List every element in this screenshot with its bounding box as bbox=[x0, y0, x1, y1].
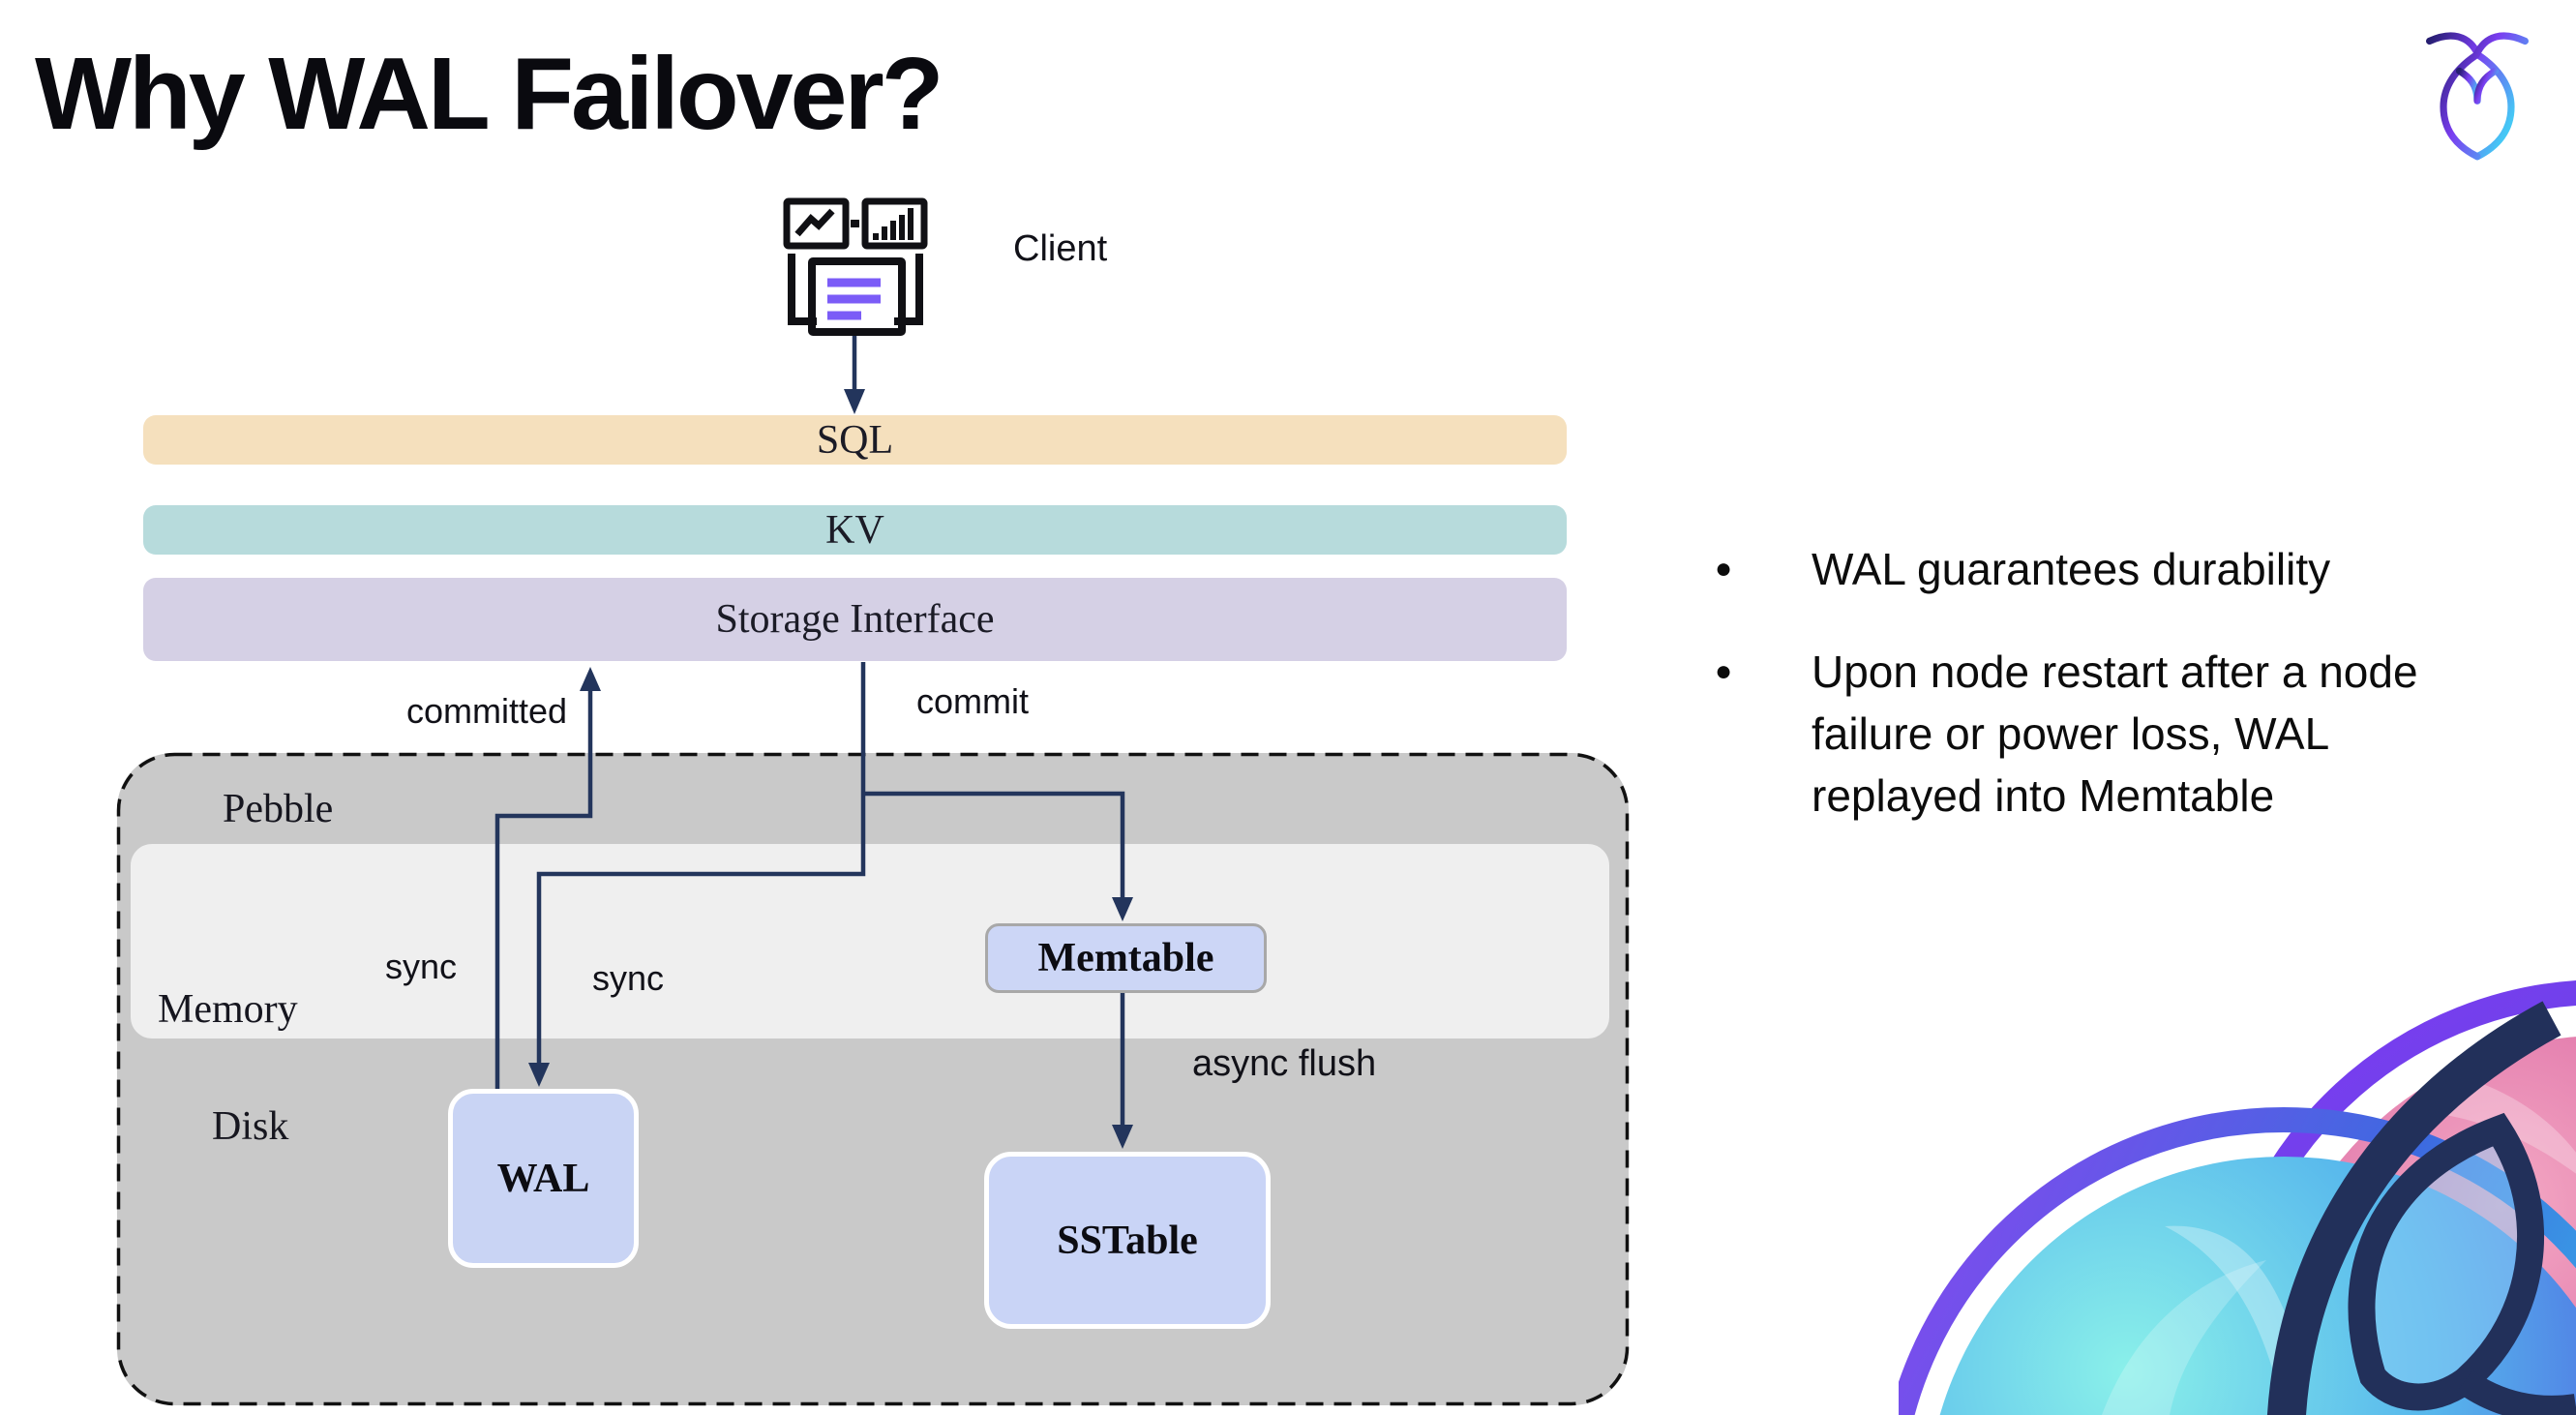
pebble-label: Pebble bbox=[223, 787, 334, 831]
disk-label: Disk bbox=[212, 1104, 289, 1149]
sstable-box-label: SSTable bbox=[1057, 1218, 1198, 1263]
memtable-box: Memtable bbox=[985, 923, 1267, 993]
bullet-glyph: ● bbox=[1715, 655, 1733, 687]
edge-label-commit: commit bbox=[916, 681, 1029, 721]
layer-sql: SQL bbox=[143, 415, 1567, 465]
bullet-text: Upon node restart after a node failure o… bbox=[1812, 647, 2418, 821]
bar-chart-icon bbox=[873, 208, 914, 240]
edge-label-committed: committed bbox=[406, 691, 568, 731]
line-chart-icon bbox=[794, 208, 835, 237]
brand-decoration-art bbox=[1899, 980, 2576, 1415]
layer-storage-interface-label: Storage Interface bbox=[715, 597, 995, 642]
memory-label: Memory bbox=[158, 987, 298, 1032]
sstable-box: SSTable bbox=[984, 1152, 1271, 1329]
cockroachdb-logo bbox=[2426, 32, 2529, 161]
bullet-text: WAL guarantees durability bbox=[1812, 544, 2331, 594]
page-title: Why WAL Failover? bbox=[35, 37, 944, 151]
edge-label-async-flush: async flush bbox=[1192, 1043, 1377, 1084]
memory-band bbox=[131, 844, 1609, 1039]
edge-label-sync-left: sync bbox=[385, 947, 458, 986]
memtable-box-label: Memtable bbox=[1037, 936, 1214, 980]
client-devices-icon bbox=[783, 197, 928, 336]
layer-storage-interface: Storage Interface bbox=[143, 578, 1567, 661]
bullet-item: ● WAL guarantees durability bbox=[1715, 538, 2470, 600]
wal-box: WAL bbox=[448, 1089, 639, 1268]
bullet-item: ● Upon node restart after a node failure… bbox=[1715, 641, 2470, 827]
layer-sql-label: SQL bbox=[816, 417, 894, 463]
bullet-list: ● WAL guarantees durability ● Upon node … bbox=[1715, 538, 2470, 867]
layer-kv-label: KV bbox=[825, 507, 884, 553]
wal-box-label: WAL bbox=[496, 1156, 590, 1201]
bracket-icon bbox=[788, 254, 923, 325]
layer-kv: KV bbox=[143, 505, 1567, 555]
document-lines-icon bbox=[827, 278, 881, 320]
client-label: Client bbox=[1013, 228, 1108, 269]
edge-label-sync-right: sync bbox=[592, 958, 665, 998]
bullet-glyph: ● bbox=[1715, 553, 1733, 585]
